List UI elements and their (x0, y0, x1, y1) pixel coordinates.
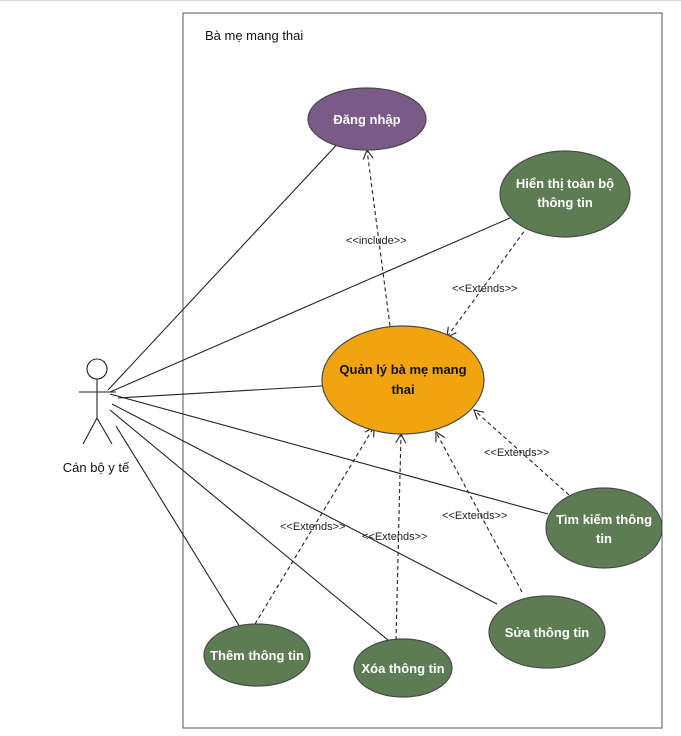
use-case-show-all-line2: thông tin (537, 195, 593, 210)
extends-search-label: <<Extends>> (484, 447, 549, 459)
assoc-delete (109, 409, 395, 646)
assoc-edit (111, 403, 498, 605)
use-case-edit[interactable]: Sửa thông tin (488, 595, 606, 669)
use-case-delete[interactable]: Xóa thông tin (353, 638, 453, 698)
extends-add-label: <<Extends>> (280, 521, 345, 533)
use-case-add-label: Thêm thông tin (210, 648, 304, 663)
use-case-show-all[interactable]: Hiển thị toàn bộ thông tin (499, 150, 631, 238)
dependencies (254, 148, 570, 641)
use-case-manage-line2: thai (391, 382, 414, 397)
assoc-show-all (109, 217, 511, 393)
assoc-search (109, 393, 549, 515)
include-login (362, 148, 391, 327)
use-case-search-line1: Tìm kiếm thông (556, 512, 652, 527)
use-case-manage-line1: Quản lý bà mẹ mang (339, 362, 466, 377)
actor-right-leg (96, 417, 113, 445)
system-title: Bà mẹ mang thai (205, 28, 303, 43)
extends-edit-label: <<Extends>> (442, 510, 507, 522)
extends-delete-label: <<Extends>> (362, 531, 427, 543)
use-case-search[interactable]: Tìm kiếm thông tin (545, 487, 663, 569)
assoc-add (115, 425, 241, 628)
extends-delete (395, 432, 407, 641)
actor-head (86, 358, 108, 380)
use-case-delete-label: Xóa thông tin (361, 661, 444, 676)
actor-left-leg (82, 417, 98, 445)
use-case-manage[interactable]: Quản lý bà mẹ mang thai (321, 325, 485, 435)
actor-name: Cán bộ y tế (63, 460, 130, 475)
extends-search (473, 409, 570, 496)
extends-add (254, 425, 375, 625)
extends-edit (435, 430, 523, 593)
assoc-manage (117, 385, 323, 399)
use-case-login-label: Đăng nhập (333, 112, 400, 127)
use-case-edit-label: Sửa thông tin (505, 625, 590, 640)
actor-figure[interactable] (79, 358, 116, 445)
extends-show-all (446, 225, 529, 338)
use-case-login[interactable]: Đăng nhập (307, 87, 427, 151)
use-case-add[interactable]: Thêm thông tin (203, 623, 311, 687)
extends-show-label: <<Extends>> (452, 283, 517, 295)
use-case-search-line2: tin (596, 531, 612, 546)
use-case-show-all-line1: Hiển thị toàn bộ (516, 176, 614, 191)
include-label: <<include>> (346, 235, 407, 247)
associations (107, 137, 549, 646)
assoc-login (107, 137, 344, 391)
